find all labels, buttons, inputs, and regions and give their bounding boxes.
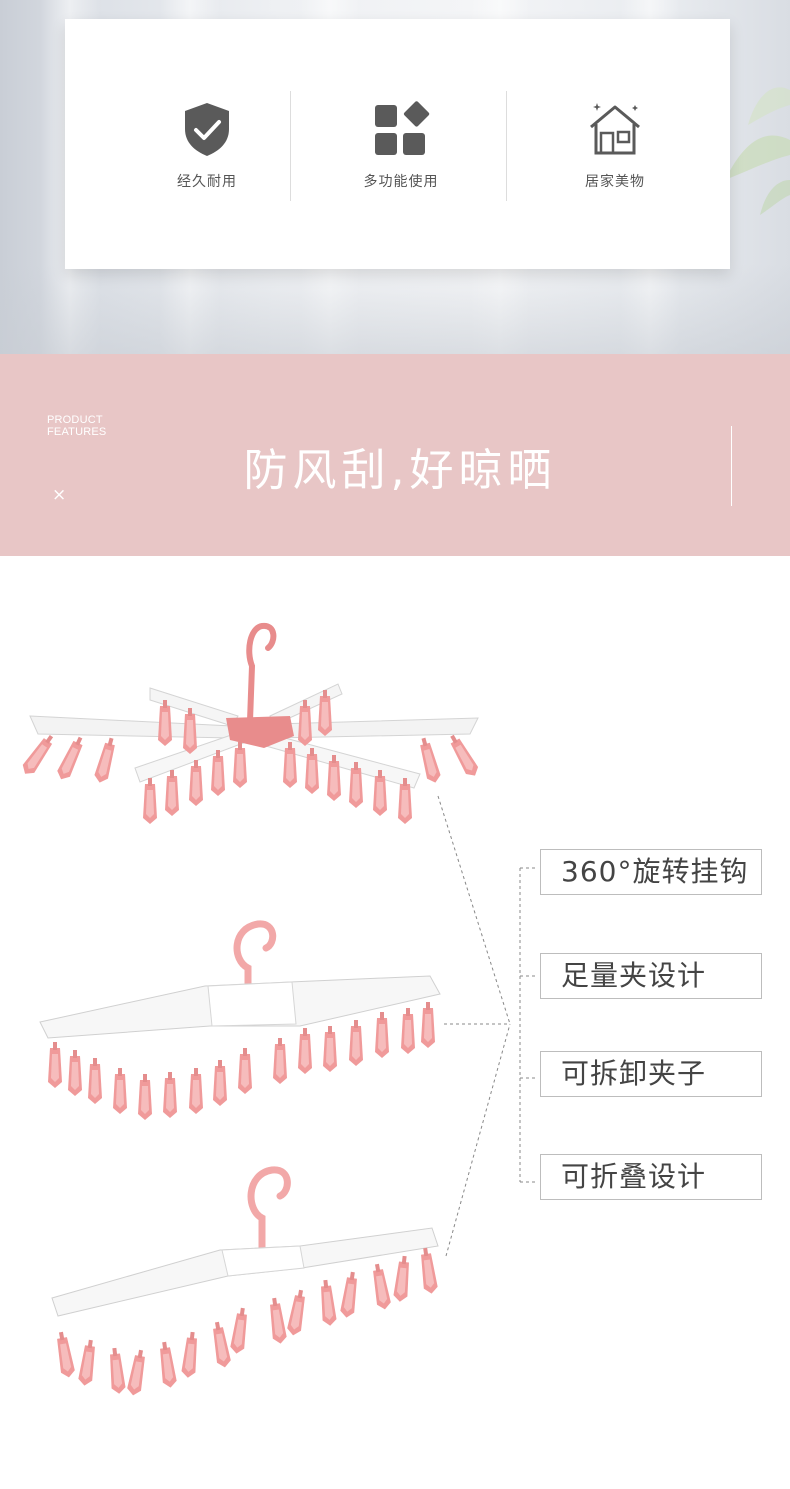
- feature-label: 居家美物: [585, 174, 645, 190]
- feature-label: 经久耐用: [177, 174, 237, 190]
- feature-label: 多功能使用: [363, 174, 439, 190]
- callout-connector-lines: [437, 795, 536, 1257]
- feature-durable: 经久耐用: [137, 99, 277, 191]
- divider: [731, 426, 732, 506]
- divider: [290, 91, 291, 201]
- section-header-band: PRODUCT FEATURES × 防风刮,好晾晒: [0, 354, 790, 556]
- grid-blocks-icon: [375, 101, 430, 155]
- hanger-illustrations: [19, 622, 536, 1397]
- plant-leaves-decoration: [725, 87, 790, 215]
- product-showcase: 360°旋转挂钩 足量夹设计 可拆卸夹子 可折叠设计: [0, 556, 790, 1489]
- features-card: 经久耐用 多功能使用 居家美物: [65, 19, 730, 269]
- feature-tag-many-clips: 足量夹设计: [540, 953, 762, 999]
- close-icon: ×: [52, 485, 67, 505]
- feature-tag-detachable-clips: 可拆卸夹子: [540, 1051, 762, 1097]
- feature-home: 居家美物: [545, 99, 685, 191]
- divider: [506, 91, 507, 201]
- hero-background: 经久耐用 多功能使用 居家美物: [0, 0, 790, 354]
- shield-check-icon: [185, 103, 229, 156]
- product-features-eyebrow: PRODUCT FEATURES: [47, 414, 107, 438]
- feature-tag-foldable: 可折叠设计: [540, 1154, 762, 1200]
- feature-multifunction: 多功能使用: [331, 99, 471, 191]
- wide-hanger-image: [39, 920, 441, 1120]
- section-title: 防风刮,好晾晒: [243, 445, 557, 496]
- rotating-hanger-image: [19, 622, 482, 824]
- floor-shade: [0, 264, 790, 354]
- folded-hanger-image: [51, 1166, 439, 1397]
- house-icon: [590, 103, 640, 155]
- feature-tag-rotating-hook: 360°旋转挂钩: [540, 849, 762, 895]
